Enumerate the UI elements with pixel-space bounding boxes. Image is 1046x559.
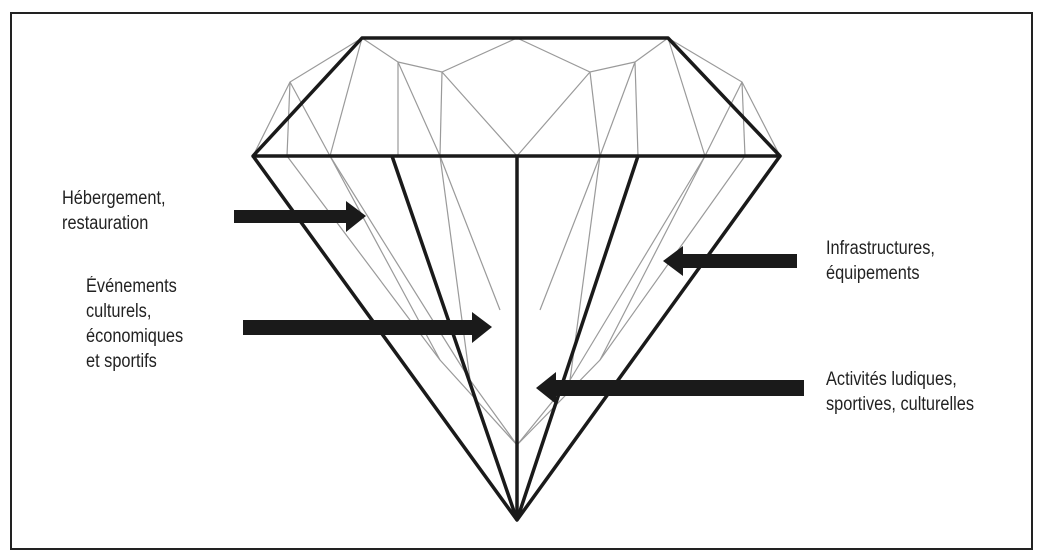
arrow-hebergement	[234, 201, 366, 232]
pavilion-line-right	[517, 156, 638, 520]
label-infrastructures: Infrastructures, équipements	[826, 236, 935, 286]
arrows	[234, 201, 804, 404]
diamond-outline	[253, 38, 780, 520]
arrow-infrastructures	[663, 246, 797, 276]
label-hebergement: Hébergement, restauration	[62, 186, 166, 236]
pavilion-line-left	[392, 156, 517, 520]
arrow-activites	[536, 372, 804, 404]
label-evenements: Événements culturels, économiques et spo…	[86, 274, 183, 374]
label-activites: Activités ludiques, sportives, culturell…	[826, 367, 974, 417]
